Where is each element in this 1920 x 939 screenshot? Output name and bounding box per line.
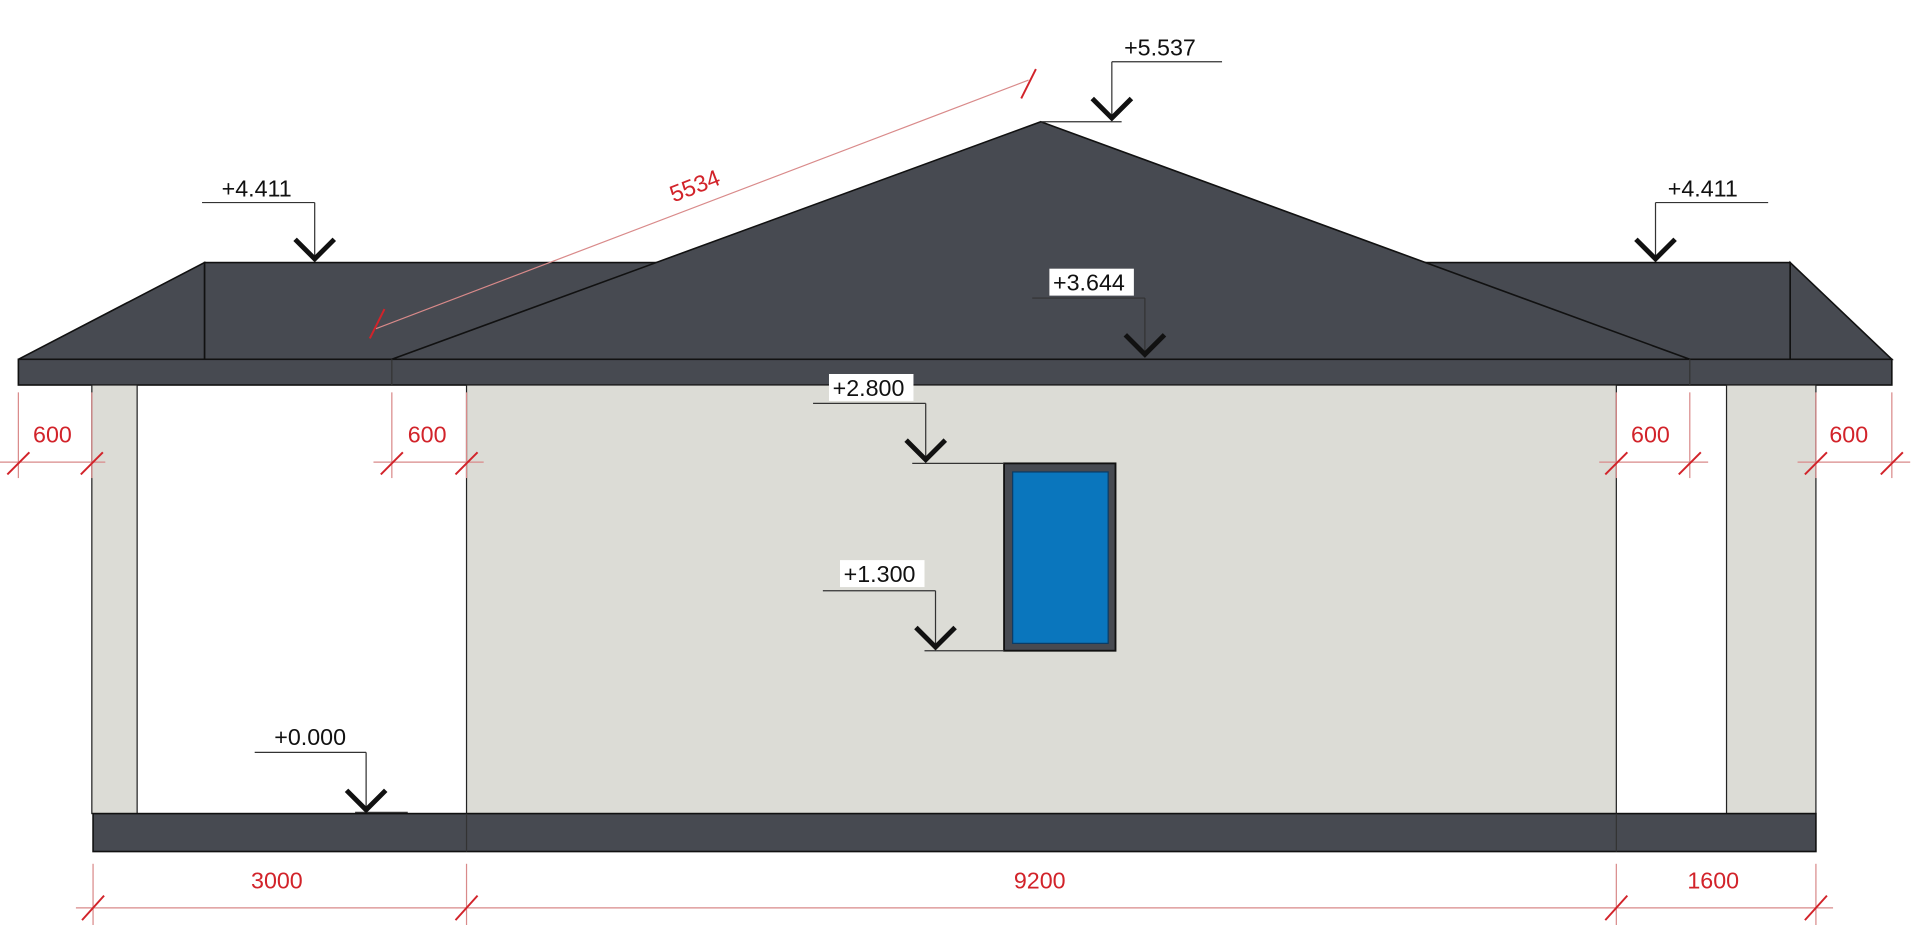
dimension-overhang-left-outer: 600 xyxy=(0,392,106,479)
svg-text:600: 600 xyxy=(1631,422,1670,448)
dimension-bay-left: 3000 xyxy=(251,867,303,893)
svg-text:600: 600 xyxy=(408,422,447,448)
svg-text:+0.000: +0.000 xyxy=(274,724,346,750)
svg-text:+3.644: +3.644 xyxy=(1053,270,1125,296)
level-marker-window-top: +2.800 xyxy=(813,373,1005,464)
level-chevron-icon xyxy=(1634,237,1677,263)
roof xyxy=(17,120,1894,386)
level-marker-eave: +3.644 xyxy=(1032,268,1167,358)
svg-text:+1.300: +1.300 xyxy=(844,561,916,587)
svg-text:600: 600 xyxy=(33,422,72,448)
foundation xyxy=(92,812,1817,853)
roof-gable xyxy=(391,120,1691,361)
column-right xyxy=(1725,384,1817,815)
roof-hip-left xyxy=(18,261,206,361)
level-chevron-icon xyxy=(1090,96,1134,122)
level-marker-window-sill: +1.300 xyxy=(822,560,1005,652)
level-marker-ground: +0.000 xyxy=(254,724,408,814)
level-chevron-icon xyxy=(904,438,948,464)
dimension-bay-right: 1600 xyxy=(1687,867,1739,893)
level-chevron-icon xyxy=(1123,333,1167,358)
svg-text:600: 600 xyxy=(1829,422,1868,448)
svg-text:+5.537: +5.537 xyxy=(1124,35,1196,61)
level-marker-hip-left: +4.411 xyxy=(202,175,337,263)
svg-text:5534: 5534 xyxy=(666,164,724,207)
roof-fascia xyxy=(17,358,1893,386)
column-left xyxy=(91,384,138,815)
dimension-bay-main: 9200 xyxy=(1014,867,1066,893)
svg-text:+2.800: +2.800 xyxy=(833,375,905,401)
svg-text:+4.411: +4.411 xyxy=(222,175,292,201)
svg-text:+4.411: +4.411 xyxy=(1668,175,1738,201)
dimension-bays: 3000 9200 1600 xyxy=(75,863,1834,926)
level-chevron-icon xyxy=(344,788,388,814)
level-chevron-icon xyxy=(293,237,337,263)
roof-hip-right xyxy=(1789,260,1894,361)
level-marker-ridge: +5.537 xyxy=(1040,32,1223,123)
dimension-overhang-right-inner: 600 xyxy=(1599,392,1709,479)
window xyxy=(1003,462,1117,652)
level-chevron-icon xyxy=(914,625,957,651)
dimension-overhang-right-outer: 600 xyxy=(1797,392,1911,479)
dimension-overhang-left-inner: 600 xyxy=(373,392,484,479)
level-marker-hip-right: +4.411 xyxy=(1634,175,1769,263)
